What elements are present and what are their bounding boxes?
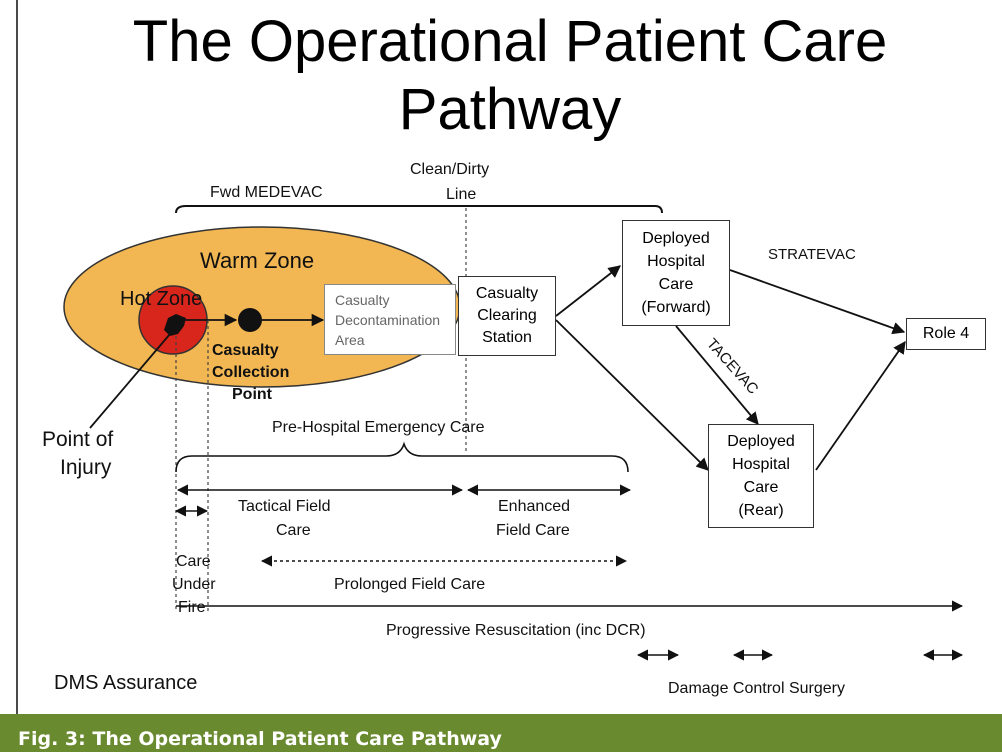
dhc-fwd-line-2: Hospital [647, 253, 705, 270]
arrow-ccs-to-dhc-rear [555, 319, 709, 471]
fwd-medevac-bracket [175, 205, 663, 214]
ccp-label-2: Collection [212, 364, 290, 381]
dms-assurance-label: DMS Assurance [54, 672, 198, 694]
decon-line-2: Decontamination [335, 311, 441, 328]
left-border [16, 0, 18, 714]
ccs-line-3: Station [482, 329, 532, 346]
decon-line-3: Area [335, 331, 365, 348]
arrow-tacevac [675, 325, 759, 425]
prolonged-field-care-label: Prolonged Field Care [334, 576, 486, 593]
fwd-medevac-label: Fwd MEDEVAC [210, 184, 323, 201]
tactical-field-care-label-2: Care [276, 522, 311, 539]
role-4-label: Role 4 [922, 325, 970, 342]
slide: The Operational Patient Care Pathway [16, 0, 986, 714]
point-of-injury-label-2: Injury [60, 456, 112, 479]
deployed-hospital-care-rear-box: Deployed Hospital Care (Rear) [708, 424, 814, 528]
progressive-resuscitation-label: Progressive Resuscitation (inc DCR) [386, 622, 646, 639]
tactical-field-care-label-1: Tactical Field [238, 498, 331, 515]
damage-control-surgery-label: Damage Control Surgery [668, 680, 845, 697]
pre-hospital-care-label: Pre-Hospital Emergency Care [272, 419, 485, 436]
hot-zone-label: Hot Zone [120, 288, 203, 310]
dhc-rear-line-4: (Rear) [738, 502, 784, 519]
dhc-rear-line-2: Hospital [732, 456, 790, 473]
ccs-line-2: Clearing [477, 307, 537, 324]
casualty-collection-point-dot [238, 308, 262, 332]
title-line-2: Pathway [398, 77, 622, 142]
warm-zone-label: Warm Zone [200, 248, 315, 273]
arrow-stratevac [729, 269, 906, 335]
dhc-rear-line-3: Care [743, 479, 779, 496]
tacevac-label: TACEVAC [703, 335, 762, 397]
clean-dirty-label-2: Line [446, 186, 477, 203]
ccp-label-3: Point [232, 386, 272, 403]
dhc-rear-line-1: Deployed [727, 433, 795, 450]
ccp-label-1: Casualty [212, 342, 279, 359]
dhc-fwd-line-3: Care [658, 276, 694, 293]
point-of-injury-label-1: Point of [42, 428, 114, 451]
care-under-fire-label-1: Care [176, 553, 211, 570]
enhanced-field-care-label-2: Field Care [496, 522, 570, 539]
clean-dirty-label-1: Clean/Dirty [410, 161, 490, 178]
point-of-injury-splat [164, 314, 186, 336]
title-line-1: The Operational Patient Care [132, 9, 888, 74]
deployed-hospital-care-forward-box: Deployed Hospital Care (Forward) [622, 220, 730, 326]
dhc-fwd-line-4: (Forward) [641, 299, 711, 316]
pathway-diagram: TACEVAC [63, 205, 964, 661]
role-4-box: Role 4 [906, 318, 986, 350]
care-under-fire-label-2: Under [172, 576, 216, 593]
page-title: The Operational Patient Care Pathway [60, 8, 960, 144]
point-of-injury-pointer [89, 333, 171, 429]
dhc-fwd-line-1: Deployed [642, 230, 710, 247]
enhanced-field-care-label-1: Enhanced [498, 498, 571, 515]
stratevac-label: STRATEVAC [768, 246, 856, 263]
arrow-ccs-to-dhc-forward [555, 265, 621, 317]
care-under-fire-label-3: Fire [178, 599, 206, 616]
ccs-line-1: Casualty [475, 285, 539, 302]
arrow-rear-to-role4 [815, 340, 906, 471]
figure-caption-bar: Fig. 3: The Operational Patient Care Pat… [0, 714, 1002, 752]
pre-hospital-brace [175, 441, 629, 473]
casualty-clearing-station-box: Casualty Clearing Station [458, 276, 556, 356]
casualty-decontamination-area-box: Casualty Decontamination Area [324, 284, 456, 355]
decon-line-1: Casualty [335, 291, 390, 308]
figure-caption: Fig. 3: The Operational Patient Care Pat… [18, 728, 502, 750]
